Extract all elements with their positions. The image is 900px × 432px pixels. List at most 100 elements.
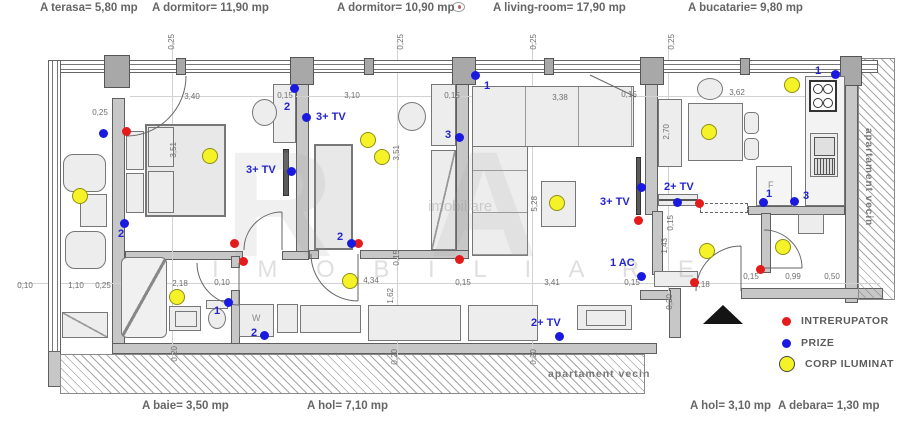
neighbor-wall-bottom (60, 354, 645, 394)
dimension-label: 3,51 (392, 145, 401, 161)
dim-guide-line (397, 42, 398, 365)
wall-kitchen-hall (748, 206, 845, 215)
dimension-label: 2,70 (662, 124, 671, 140)
light-marker (701, 124, 717, 140)
switch-marker (122, 127, 131, 136)
dimension-label: 0,20 (390, 349, 399, 365)
light-marker (360, 132, 376, 148)
dimension-label: 0,15 (666, 215, 675, 231)
desk-chair (398, 102, 426, 131)
dimension-label: 0,15 (277, 91, 293, 100)
switch-dot-icon (782, 316, 791, 326)
desk-chair (252, 99, 277, 126)
legend-item-socket: PRIZE (782, 337, 834, 349)
dimension-label: 0,25 (92, 108, 108, 117)
wall-hall-bottom (112, 343, 657, 354)
neighbor-wall-right (858, 58, 895, 300)
dining-chair (697, 78, 723, 100)
socket-label: 2 (118, 228, 125, 240)
dimension-label: 1,10 (68, 281, 84, 290)
window-mullion (176, 58, 186, 75)
dimension-label: 0,25 (529, 34, 538, 50)
wall-pillar (290, 57, 314, 85)
area-label-top: A terasa= 5,80 mp (40, 2, 138, 14)
socket-marker (790, 197, 799, 206)
kitchen-sink (810, 133, 838, 177)
socket-label: 3 (803, 190, 810, 202)
dimension-label: 1,43 (660, 238, 669, 254)
wall-entry-left-h (640, 290, 671, 300)
hall-wardrobe (468, 305, 538, 341)
dimension-label: 0,15 (392, 250, 401, 266)
wall-pillar (640, 57, 664, 85)
light-marker (72, 188, 88, 204)
dimension-label: 0,99 (785, 272, 801, 281)
socket-marker (637, 183, 646, 192)
socket-marker (287, 167, 296, 176)
wall-hall-divider (761, 213, 771, 273)
room-text: F (768, 180, 774, 190)
dimension-label: 0,10 (17, 281, 33, 290)
socket-marker (759, 198, 768, 207)
socket-dot-icon (782, 338, 791, 348)
light-marker (169, 289, 185, 305)
bed-bedroom2 (314, 144, 353, 250)
switch-marker (455, 255, 464, 264)
socket-marker (290, 84, 299, 93)
washing-machine (239, 304, 274, 337)
light-marker (202, 148, 218, 164)
socket-label: 3+ TV (600, 196, 630, 208)
dimension-label: 5,28 (530, 196, 539, 212)
toilet-bowl (208, 308, 226, 329)
wardrobe-bedroom2 (431, 150, 456, 250)
legend-item-switch: INTRERUPATOR (782, 315, 889, 327)
wall-pillar (840, 56, 862, 86)
socket-label: 2 (337, 231, 344, 243)
dimension-label: 0,25 (167, 34, 176, 50)
dimension-label: 3,38 (552, 93, 568, 102)
area-label-top: A dormitor= 11,90 mp (152, 2, 269, 14)
kitchen-counter-left (658, 99, 682, 167)
neighbor-label-bottom: apartament vecin (548, 368, 651, 380)
dimension-label: 1,62 (386, 288, 395, 304)
switch-marker (354, 239, 363, 248)
debara-closet (798, 214, 824, 234)
light-marker (374, 149, 390, 165)
dimension-label: 2,18 (172, 279, 188, 288)
switch-marker (690, 278, 699, 287)
bathroom-sink (169, 306, 201, 331)
light-circle-icon (779, 356, 795, 372)
nightstand (126, 131, 144, 170)
dimension-label: 0,10 (214, 278, 230, 287)
area-label-bottom: A baie= 3,50 mp (142, 400, 229, 412)
dimension-label: 0,25 (667, 34, 676, 50)
legend-label: CORP ILUMINAT (805, 358, 894, 370)
socket-label: 1 (815, 65, 822, 77)
light-marker (342, 273, 358, 289)
dimension-label: 3,51 (169, 142, 178, 158)
socket-label: 3+ TV (246, 164, 276, 176)
socket-label: 1 (484, 80, 491, 92)
switch-marker (756, 265, 765, 274)
dimension-label: 3,41 (544, 278, 560, 287)
legend-item-light: CORP ILUMINAT (779, 356, 894, 372)
socket-marker (120, 219, 129, 228)
dimension-label: 0,20 (665, 294, 674, 310)
nightstand (126, 173, 144, 213)
dining-chair (744, 112, 759, 134)
light-marker (699, 243, 715, 259)
bed-pillow (148, 171, 174, 213)
socket-marker (260, 331, 269, 340)
dim-guide-line (532, 42, 533, 365)
terrace-chair (65, 231, 106, 269)
socket-marker (224, 298, 233, 307)
stove (809, 80, 837, 112)
dining-chair (744, 138, 759, 160)
wall-bedroom2-bottom-stub (309, 250, 319, 259)
switch-marker (695, 199, 704, 208)
room-text: W (252, 313, 261, 323)
area-label-top: A bucatarie= 9,80 mp (688, 2, 803, 14)
wall-bedroom1-bottom (125, 251, 243, 260)
